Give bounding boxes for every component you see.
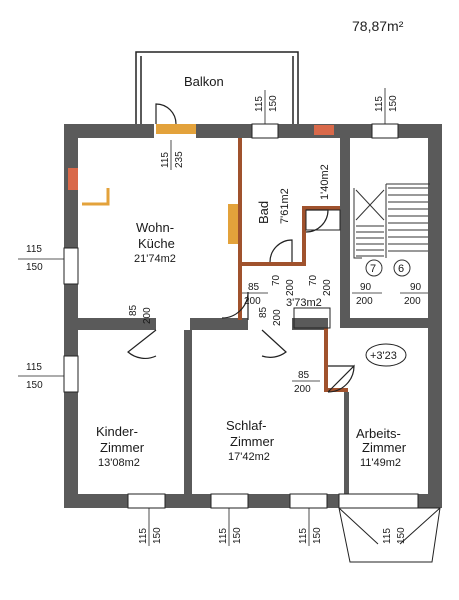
svg-text:115: 115 [160, 152, 171, 168]
kinderzimmer-label-2: Zimmer [100, 440, 145, 455]
svg-text:150: 150 [268, 95, 279, 112]
flur-closet [293, 307, 331, 329]
level-mark: +3'23 [370, 350, 397, 362]
kinderzimmer-area: 13'08m2 [98, 457, 140, 469]
svg-text:150: 150 [312, 527, 323, 544]
stair-number-6: 6 [398, 263, 404, 275]
svg-text:70: 70 [308, 274, 319, 286]
svg-text:90: 90 [410, 282, 422, 293]
wall-accents [68, 124, 348, 392]
wohnkueche-label-2: Küche [138, 236, 175, 251]
svg-text:115: 115 [138, 528, 149, 544]
balcony [135, 51, 299, 124]
svg-text:85: 85 [128, 304, 139, 316]
flur-area: 3'73m2 [286, 297, 322, 309]
svg-text:150: 150 [396, 527, 407, 544]
wc-area: 1'40m2 [319, 164, 331, 200]
kinderzimmer-label-1: Kinder- [96, 424, 138, 439]
svg-text:115: 115 [254, 96, 265, 112]
arbeitszimmer-label-2: Zimmer [362, 440, 407, 455]
staircase [353, 183, 430, 277]
svg-text:200: 200 [294, 384, 311, 395]
svg-text:85: 85 [248, 282, 260, 293]
svg-text:200: 200 [142, 307, 153, 324]
svg-text:200: 200 [244, 296, 261, 307]
svg-text:70: 70 [271, 274, 282, 286]
svg-text:115: 115 [298, 528, 309, 544]
svg-text:85: 85 [298, 370, 310, 381]
svg-text:200: 200 [322, 279, 333, 296]
svg-text:85: 85 [258, 306, 269, 318]
exterior-walls [64, 124, 442, 508]
svg-text:150: 150 [26, 262, 43, 273]
svg-text:150: 150 [388, 95, 399, 112]
svg-text:115: 115 [218, 528, 229, 544]
svg-text:200: 200 [404, 296, 421, 307]
doors [127, 103, 355, 393]
svg-text:90: 90 [360, 282, 372, 293]
schlafzimmer-area: 17'42m2 [228, 451, 270, 463]
svg-text:235: 235 [174, 151, 185, 168]
schlafzimmer-label-2: Zimmer [230, 434, 275, 449]
svg-text:150: 150 [152, 527, 163, 544]
svg-text:200: 200 [272, 309, 283, 326]
svg-text:115: 115 [374, 96, 385, 112]
bad-label: Bad [256, 201, 271, 224]
dimension-labels: 115 150 115 235 115 150 115 150 115 150 … [18, 88, 428, 546]
wohnkueche-label-1: Wohn- [136, 220, 174, 235]
arbeitszimmer-label-1: Arbeits- [356, 426, 401, 441]
svg-text:115: 115 [382, 528, 393, 544]
arbeitszimmer-area: 11'49m2 [360, 457, 401, 469]
svg-text:115: 115 [26, 362, 42, 373]
svg-text:150: 150 [232, 527, 243, 544]
svg-text:200: 200 [356, 296, 373, 307]
svg-text:200: 200 [285, 279, 296, 296]
bad-area: 7'61m2 [279, 188, 291, 224]
wohnkueche-area: 21'74m2 [134, 253, 176, 265]
svg-text:115: 115 [26, 244, 42, 255]
svg-text:150: 150 [26, 380, 43, 391]
interior-walls [78, 138, 428, 496]
balkon-label: Balkon [184, 74, 224, 89]
stair-number-7: 7 [370, 263, 376, 275]
total-area-label: 78,87m² [352, 18, 404, 34]
schlafzimmer-label-1: Schlaf- [226, 418, 266, 433]
wc-fixture [305, 209, 341, 231]
